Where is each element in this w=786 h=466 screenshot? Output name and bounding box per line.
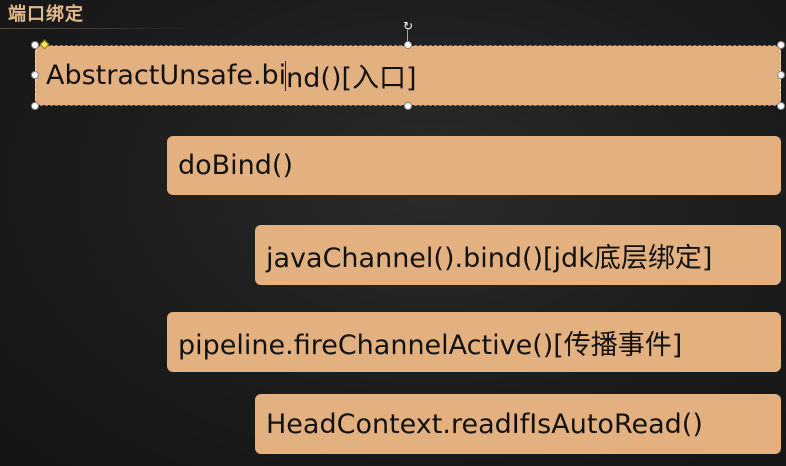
flow-box-label: javaChannel().bind()[jdk底层绑定] [266,242,713,274]
flow-box-label: HeadContext.readIfIsAutoRead() [266,408,703,440]
rotate-connector [407,30,408,45]
resize-handle-top-left[interactable] [31,41,39,49]
text-caret [285,60,287,91]
resize-handle-bottom-center[interactable] [404,102,412,110]
flow-box-dobind[interactable]: doBind() [167,136,781,195]
flow-box-label-part1: AbstractUnsafe.bi [46,60,287,91]
flow-box-label: doBind() [178,150,294,181]
flow-box-javachannel-bind[interactable]: javaChannel().bind()[jdk底层绑定] [255,225,781,285]
resize-handle-bottom-right[interactable] [777,102,785,110]
flow-box-label: pipeline.fireChannelActive()[传播事件] [178,329,683,361]
title-underline [0,28,200,29]
flow-box-label-part2: nd()[入口] [286,63,417,94]
flow-box-pipeline-firechannelactive[interactable]: pipeline.fireChannelActive()[传播事件] [167,312,781,372]
flow-box-headcontext-readifisautoread[interactable]: HeadContext.readIfIsAutoRead() [255,394,781,454]
rotate-icon[interactable]: ↻ [402,19,414,33]
resize-handle-middle-right[interactable] [777,71,785,79]
resize-handle-top-right[interactable] [777,41,785,49]
resize-handle-middle-left[interactable] [31,71,39,79]
resize-handle-top-center[interactable] [404,41,412,49]
resize-handle-bottom-left[interactable] [31,102,39,110]
slide-title: 端口绑定 [8,4,84,25]
